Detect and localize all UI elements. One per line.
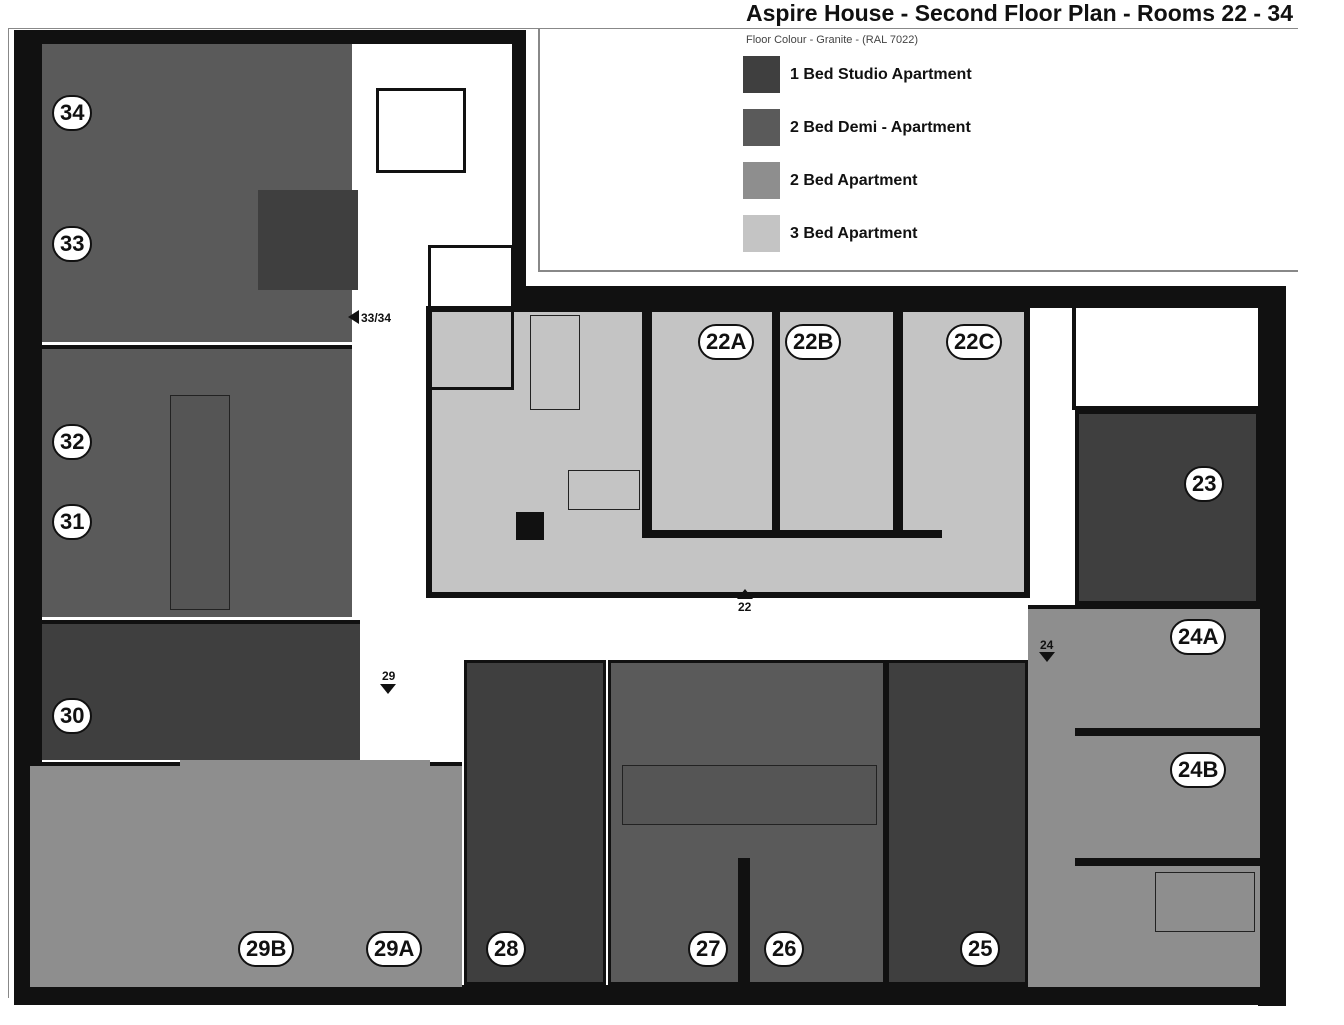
room-label-29a: 29A xyxy=(366,931,423,967)
stairwell-east xyxy=(1072,295,1262,410)
utility-room xyxy=(428,245,514,390)
entrance-label-24: 24 xyxy=(1040,638,1054,652)
apartment-23 xyxy=(1075,410,1260,605)
legend-label: 2 Bed Apartment xyxy=(790,171,918,189)
legend-swatch xyxy=(743,215,780,252)
legend-item-studio: 1 Bed Studio Apartment xyxy=(743,56,972,93)
site-outline xyxy=(8,28,1298,998)
legend-item-2bed: 2 Bed Apartment xyxy=(743,162,917,199)
legend-label: 3 Bed Apartment xyxy=(790,224,918,242)
lift xyxy=(376,88,466,173)
dining-table xyxy=(568,470,640,510)
wall xyxy=(893,306,903,536)
entrance-label-33-34: 33/34 xyxy=(361,311,392,325)
room-label-27: 27 xyxy=(688,931,729,967)
legend-item-demi: 2 Bed Demi - Apartment xyxy=(743,109,971,146)
room-label-34: 34 xyxy=(52,95,93,131)
wall xyxy=(1075,728,1260,736)
room-label-24b: 24B xyxy=(1170,752,1227,788)
room-label-22a: 22A xyxy=(698,324,755,360)
kitchen-counter xyxy=(622,765,877,825)
legend-label: 2 Bed Demi - Apartment xyxy=(790,118,971,136)
wall xyxy=(512,30,526,300)
dining-table xyxy=(170,395,230,610)
room-label-22b: 22B xyxy=(785,324,842,360)
wall xyxy=(514,286,1286,308)
entrance-label-29: 29 xyxy=(382,669,396,683)
hall-29 xyxy=(180,760,430,800)
room-label-29b: 29B xyxy=(238,931,295,967)
entrance-arrow-icon xyxy=(737,589,753,599)
legend-item-3bed: 3 Bed Apartment xyxy=(743,215,917,252)
entrance-arrow-icon xyxy=(1039,652,1055,662)
site-outline xyxy=(538,28,540,272)
wall xyxy=(772,306,780,536)
sofa xyxy=(530,315,580,410)
legend-label: 1 Bed Studio Apartment xyxy=(790,65,972,83)
legend-swatch xyxy=(743,162,780,199)
wall xyxy=(14,30,524,44)
room-label-25: 25 xyxy=(960,931,1001,967)
apartment-22 xyxy=(426,306,1030,598)
entrance-arrow-icon xyxy=(380,684,396,694)
column xyxy=(516,512,544,540)
room-label-28: 28 xyxy=(486,931,527,967)
wall xyxy=(642,530,942,538)
wall xyxy=(1075,858,1260,866)
page-title: Aspire House - Second Floor Plan - Rooms… xyxy=(746,0,1294,26)
sofa xyxy=(1155,872,1255,932)
room-label-24a: 24A xyxy=(1170,619,1227,655)
legend-swatch xyxy=(743,56,780,93)
wall xyxy=(642,306,652,536)
apartment-28 xyxy=(464,660,606,985)
room-label-23: 23 xyxy=(1184,466,1225,502)
room-label-22c: 22C xyxy=(946,324,1003,360)
room-label-33: 33 xyxy=(52,226,93,262)
wall xyxy=(738,858,750,986)
legend-swatch xyxy=(743,109,780,146)
wall xyxy=(1258,286,1286,1006)
floor-colour-note: Floor Colour - Granite - (RAL 7022) xyxy=(746,34,918,46)
room-label-31: 31 xyxy=(52,504,93,540)
wall xyxy=(14,985,1286,1005)
kitchen-33 xyxy=(258,190,358,290)
apartment-30 xyxy=(42,620,360,760)
entrance-arrow-icon xyxy=(348,310,359,324)
apartment-24 xyxy=(1028,605,1260,987)
room-label-26: 26 xyxy=(764,931,805,967)
entrance-label-22: 22 xyxy=(738,600,752,614)
apartment-25 xyxy=(886,660,1028,985)
room-label-32: 32 xyxy=(52,424,93,460)
site-outline xyxy=(538,270,1298,272)
room-label-30: 30 xyxy=(52,698,93,734)
